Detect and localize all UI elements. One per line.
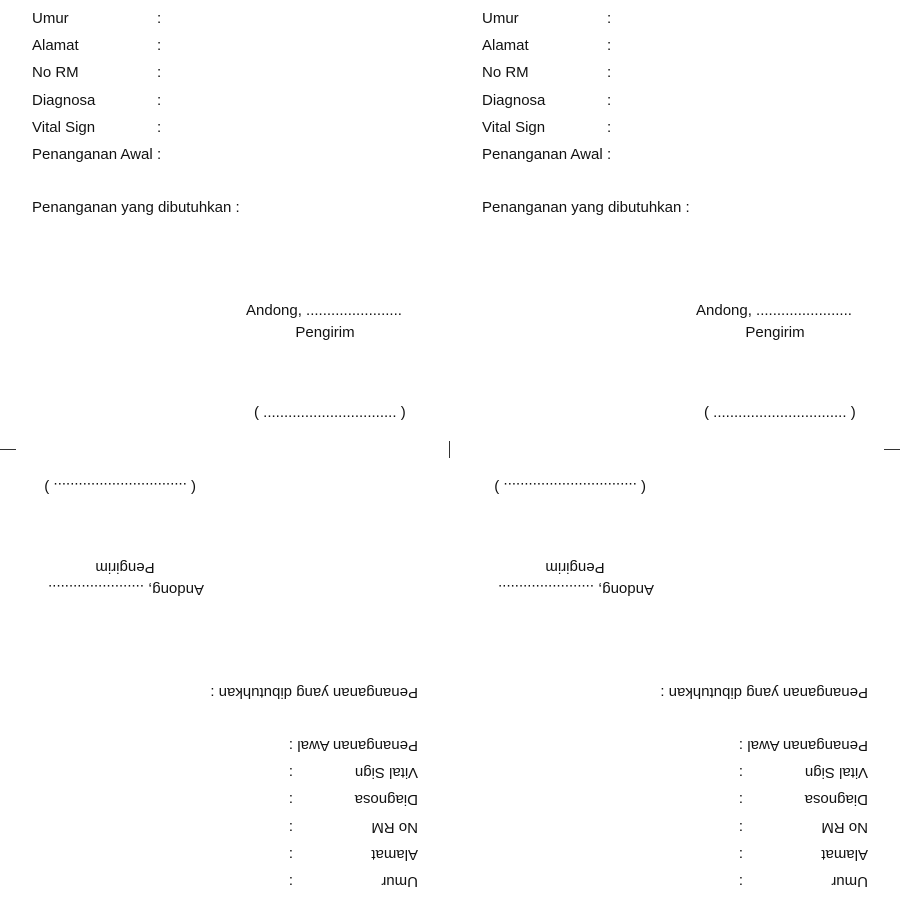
signature-line: ( ................................ ) [44,479,196,496]
field-label: Umur [32,10,69,27]
field-colon: : [738,846,743,863]
signature-line: ( ................................ ) [494,479,646,496]
needed-treatment-label: Penanganan yang dibutuhkan : [32,199,240,216]
field-colon: : [288,873,293,890]
sender-role: Pengirim [95,559,155,576]
field-label: Diagnosa [32,92,96,109]
field-label: Alamat [371,846,418,863]
field-colon: : [607,92,612,109]
field-colon: : [738,819,743,836]
field-label: Penanganan Awal [747,737,868,754]
field-colon: : [738,873,743,890]
field-label: Diagnosa [482,92,546,109]
field-label: Umur [831,873,868,890]
field-colon: : [607,64,612,81]
field-label: Umur [381,873,418,890]
field-colon: : [738,737,743,754]
field-label: Diagnosa [354,791,418,808]
place-date-line: Andong, ....................... [696,302,852,319]
field-colon: : [157,64,162,81]
sender-role: Pengirim [745,324,805,341]
needed-treatment-label: Penanganan yang dibutuhkan : [660,684,868,701]
field-colon: : [157,10,162,27]
field-label: Vital Sign [804,764,868,781]
field-label: Penanganan Awal [297,737,418,754]
field-label: No RM [821,819,868,836]
field-colon: : [157,146,162,163]
field-label: Alamat [32,37,79,54]
field-colon: : [738,791,743,808]
field-colon: : [157,92,162,109]
form-copy-bottom-left: Umur: Alamat: No RM: Diagnosa: Vital Sig… [0,450,450,900]
field-label: Vital Sign [354,764,418,781]
field-label: Penanganan Awal [32,146,153,163]
place-date-line: Andong, ....................... [498,581,654,598]
needed-treatment-label: Penanganan yang dibutuhkan : [482,199,690,216]
sender-role: Pengirim [295,324,355,341]
fold-mark-center [449,441,450,458]
signature-line: ( ................................ ) [254,404,406,421]
fold-mark-left [0,449,16,450]
field-label: Umur [482,10,519,27]
signature-line: ( ................................ ) [704,404,856,421]
field-label: No RM [371,819,418,836]
field-label: Alamat [821,846,868,863]
field-label: Diagnosa [804,791,868,808]
field-colon: : [607,10,612,27]
place-date-line: Andong, ....................... [246,302,402,319]
field-colon: : [607,119,612,136]
field-colon: : [288,764,293,781]
field-colon: : [607,146,612,163]
form-copy-bottom-right: Umur: Alamat: No RM: Diagnosa: Vital Sig… [450,450,900,900]
field-colon: : [288,737,293,754]
field-colon: : [607,37,612,54]
field-colon: : [157,119,162,136]
field-colon: : [288,846,293,863]
field-label: Vital Sign [32,119,96,136]
field-colon: : [738,764,743,781]
field-colon: : [288,819,293,836]
field-label: Vital Sign [482,119,546,136]
sender-role: Pengirim [545,559,605,576]
field-label: No RM [32,64,79,81]
field-label: No RM [482,64,529,81]
field-label: Penanganan Awal [482,146,603,163]
fold-mark-right [884,449,900,450]
field-label: Alamat [482,37,529,54]
needed-treatment-label: Penanganan yang dibutuhkan : [210,684,418,701]
field-colon: : [157,37,162,54]
field-colon: : [288,791,293,808]
form-copy-top-right: Umur: Alamat: No RM: Diagnosa: Vital Sig… [450,0,900,450]
form-copy-top-left: Umur: Alamat: No RM: Diagnosa: Vital Sig… [0,0,450,450]
place-date-line: Andong, ....................... [48,581,204,598]
